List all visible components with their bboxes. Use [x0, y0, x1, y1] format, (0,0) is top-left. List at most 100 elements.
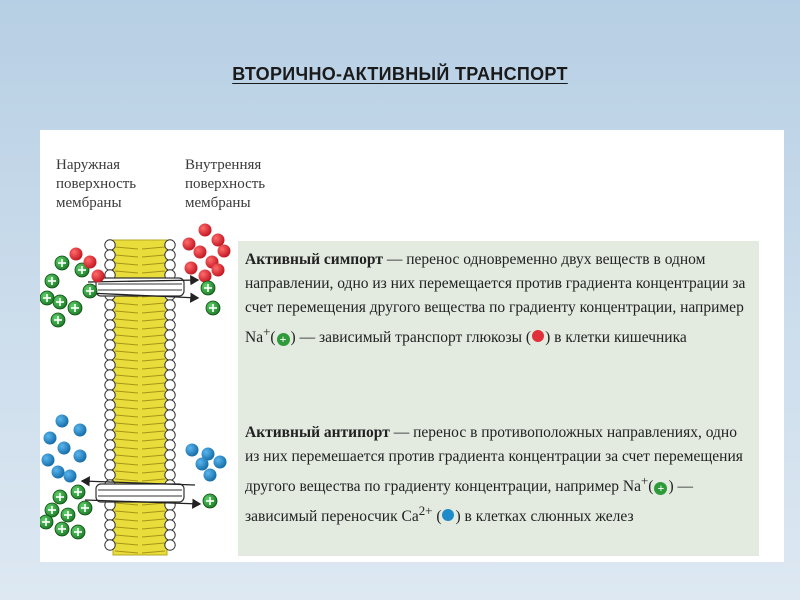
phospholipid-head: [164, 389, 176, 401]
lipid-tail: [114, 342, 139, 346]
phospholipid-head: [104, 519, 116, 531]
lipid-tail: [141, 454, 166, 458]
phospholipid-head: [104, 359, 116, 371]
phospholipid-head: [164, 349, 176, 361]
lipid-tail: [114, 446, 139, 450]
glucose-molecule: [91, 269, 105, 283]
lipid-tail: [114, 470, 139, 474]
calcium-ion: [41, 453, 55, 467]
phospholipid-head: [104, 469, 116, 481]
phospholipid-head: [164, 369, 176, 381]
phospholipid-head: [164, 309, 176, 321]
outer-label-line: Наружная: [56, 157, 121, 173]
outer-surface-label: Наружная поверхность мембраны: [56, 156, 176, 213]
phospholipid-head: [164, 319, 176, 331]
antiport-arrow: [80, 476, 196, 487]
glucose-molecule: [83, 255, 97, 269]
lipid-tail: [114, 262, 139, 266]
phospholipid-head: [104, 299, 116, 311]
symport-text: ) в клетки кишечника: [545, 329, 687, 347]
lipid-tail: [114, 270, 139, 274]
phospholipid-head: [104, 349, 116, 361]
lipid-tail: [114, 510, 139, 514]
lipid-tail: [114, 454, 139, 458]
phospholipid-head: [104, 409, 116, 421]
lipid-tail: [114, 398, 139, 402]
phospholipid-head: [164, 539, 176, 551]
lipid-tail: [114, 534, 139, 538]
phospholipid-head: [104, 369, 116, 381]
antiport-text: — зависимый переносчик Ca: [245, 478, 693, 526]
lipid-tail: [141, 310, 166, 314]
phospholipid-head: [104, 529, 116, 541]
phospholipid-head: [164, 459, 176, 471]
lipid-tail: [114, 254, 139, 258]
glucose-molecule: [211, 263, 225, 277]
lipid-tail: [114, 462, 139, 466]
phospholipid-head: [164, 299, 176, 311]
lipid-tail: [114, 542, 139, 546]
phospholipid-head: [104, 429, 116, 441]
lipid-tail: [141, 382, 166, 386]
lipid-tail: [141, 534, 166, 538]
lipid-tail: [114, 502, 139, 506]
phospholipid-head: [104, 259, 116, 271]
lipid-tail: [141, 550, 166, 554]
phospholipid-head: [164, 239, 176, 251]
phospholipid-head: [104, 309, 116, 321]
phospholipid-head: [164, 399, 176, 411]
lipid-tail: [141, 542, 166, 546]
lipid-tail: [141, 438, 166, 442]
phospholipid-head: [104, 459, 116, 471]
lipid-tail: [141, 398, 166, 402]
phospholipid-head: [164, 529, 176, 541]
symport-text: — перенос одновременно двух веществ в од…: [245, 251, 746, 347]
lipid-tail: [114, 550, 139, 554]
symport-arrow: [87, 274, 200, 286]
ion-particles: [40, 223, 231, 540]
lipid-tail: [141, 430, 166, 434]
inner-label-line: поверхность: [185, 176, 266, 192]
calcium-ion: [43, 431, 57, 445]
definitions-box: Активный симпорт — перенос одновременно …: [238, 241, 759, 556]
phospholipid-head: [164, 249, 176, 261]
calcium-ion: [213, 455, 227, 469]
lipid-tail: [141, 334, 166, 338]
phospholipid-head: [104, 239, 116, 251]
phospholipid-head: [104, 439, 116, 451]
lipid-tail: [114, 406, 139, 410]
carrier-protein: [95, 483, 185, 503]
antiport-definition: Активный антипорт — перенос в противопол…: [245, 424, 743, 526]
na-charge: +: [263, 324, 271, 339]
antiport-text: в клетках слюнных желез: [460, 508, 634, 526]
content-panel: Наружная поверхность мембраны Внутренняя…: [40, 130, 784, 562]
phospholipid-head: [164, 439, 176, 451]
calcium-ion: [201, 447, 215, 461]
lipid-tail: [141, 246, 166, 250]
calcium-ion: [203, 468, 217, 482]
lipid-tail: [114, 246, 139, 250]
lipid-tail: [114, 438, 139, 442]
lipid-tail: [141, 342, 166, 346]
phospholipid-head: [104, 319, 116, 331]
lipid-tail: [114, 358, 139, 362]
phospholipid-head: [164, 469, 176, 481]
phospholipid-head: [164, 449, 176, 461]
glucose-molecule: [69, 247, 83, 261]
calcium-ion: [73, 423, 87, 437]
phospholipid-head: [164, 379, 176, 391]
lipid-tail: [141, 326, 166, 330]
phospholipid-head: [104, 419, 116, 431]
inner-label-line: Внутренняя: [185, 157, 262, 173]
phospholipid-head: [164, 519, 176, 531]
glucose-icon: [532, 330, 545, 343]
calcium-ion: [55, 414, 69, 428]
outer-label-line: мембраны: [56, 195, 122, 211]
lipid-tail: [114, 422, 139, 426]
calcium-ion: [185, 443, 199, 457]
inner-label-line: мембраны: [185, 195, 251, 211]
lipid-tail: [114, 390, 139, 394]
antiport-arrow: [84, 498, 202, 509]
lipid-tail: [114, 478, 139, 482]
glucose-molecule: [198, 223, 212, 237]
